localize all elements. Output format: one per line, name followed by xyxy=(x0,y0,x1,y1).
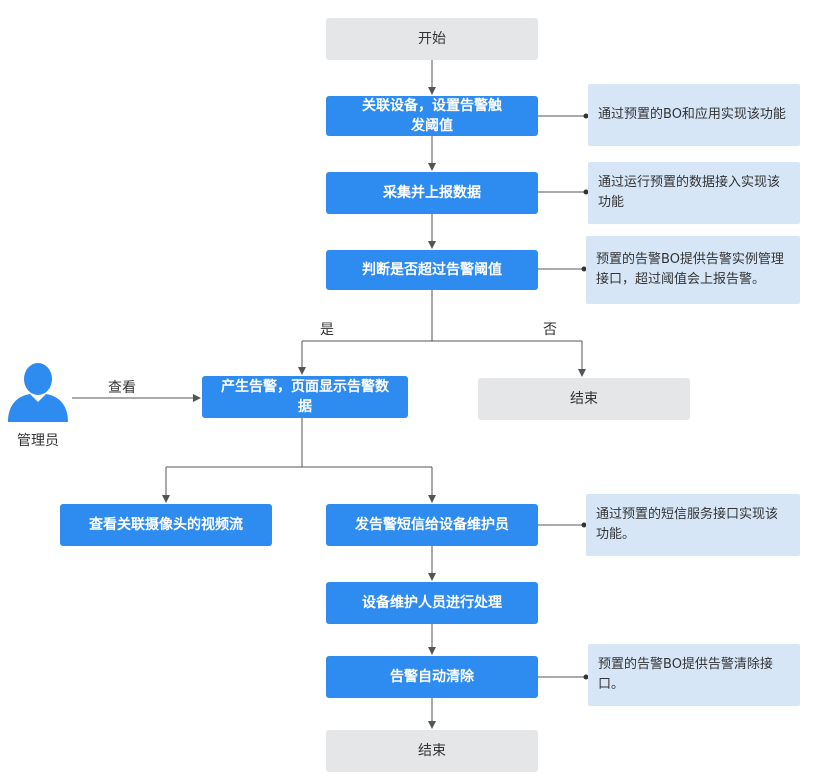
generate-alarm-node: 产生告警，页面显示告警数据 xyxy=(202,376,408,418)
maintainer-process-node: 设备维护人员进行处理 xyxy=(326,582,538,624)
note4-dot xyxy=(581,522,587,528)
admin-label: 管理员 xyxy=(17,433,59,449)
view-label: 查看 xyxy=(108,380,136,396)
note5-dot xyxy=(583,674,589,680)
view-camera-node: 查看关联摄像头的视频流 xyxy=(60,504,272,546)
associate-device-node: 关联设备，设置告警触发阈值 xyxy=(326,96,538,136)
auto-clear-node: 告警自动清除 xyxy=(326,656,538,698)
note-sms-service: 通过预置的短信服务接口实现该功能。 xyxy=(586,494,800,556)
note-alarm-clear: 预置的告警BO提供告警清除接口。 xyxy=(588,644,800,706)
note-data-access: 通过运行预置的数据接入实现该功能 xyxy=(588,162,800,224)
no-label: 否 xyxy=(543,322,557,338)
note-bo-application: 通过预置的BO和应用实现该功能 xyxy=(588,84,800,146)
note2-dot xyxy=(583,189,589,195)
end-final-node: 结束 xyxy=(326,730,538,772)
yes-label: 是 xyxy=(320,322,334,338)
end-no-node: 结束 xyxy=(478,378,690,420)
note3-dot xyxy=(581,266,587,272)
send-sms-node: 发告警短信给设备维护员 xyxy=(326,504,538,546)
judge-threshold-node: 判断是否超过告警阈值 xyxy=(326,250,538,290)
person-icon xyxy=(8,363,68,422)
collect-report-node: 采集并上报数据 xyxy=(326,172,538,214)
note-alarm-instance: 预置的告警BO提供告警实例管理接口，超过阈值会上报告警。 xyxy=(586,236,800,304)
start-node: 开始 xyxy=(326,18,538,60)
note1-dot xyxy=(583,113,589,119)
